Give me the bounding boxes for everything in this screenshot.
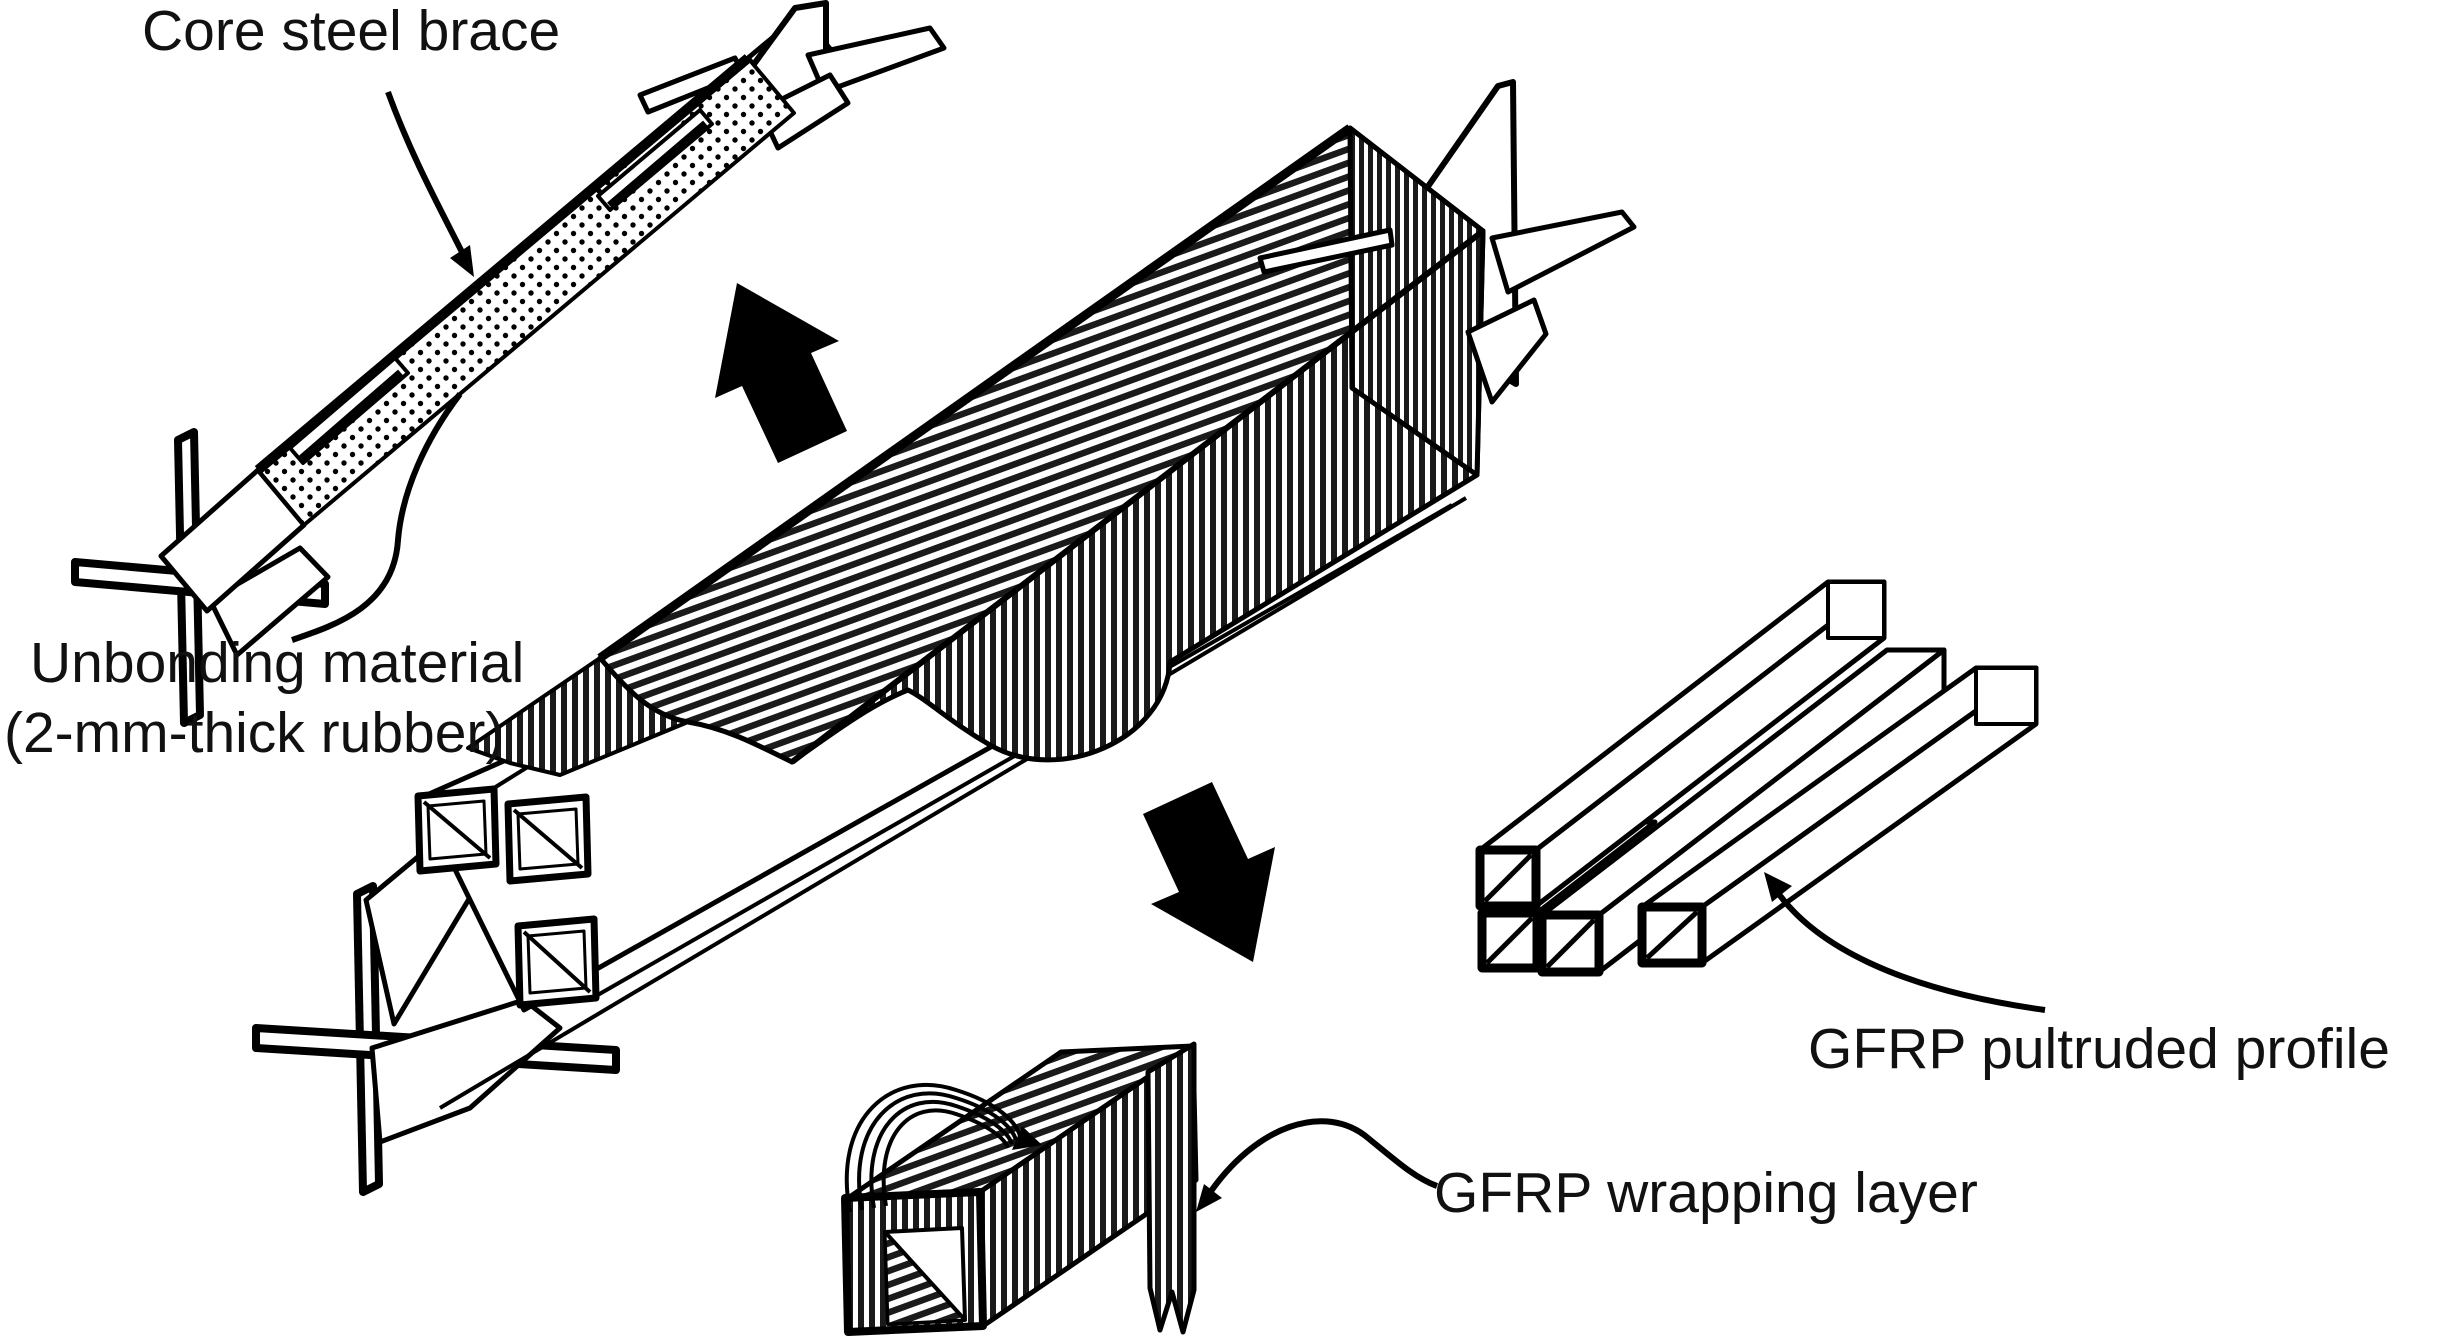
leader-lines-left (291, 90, 474, 643)
gfrp-pultruded-profiles-illustration (1475, 579, 2046, 1013)
assembly-right-lower-blade (1465, 297, 1549, 405)
assembly-core-plate-edge (438, 496, 1468, 1110)
label-gfrp-pultruded-profile: GFRP pultruded profile (1808, 1017, 2390, 1081)
unbonding-material-leader (291, 392, 463, 643)
gfrp-wrapping-leader-arrowhead (1196, 1184, 1222, 1212)
gfrp-wrapping-leader (1204, 1118, 1439, 1199)
up-left-arrow (715, 283, 847, 463)
core-brace-lower-gusset-blade (207, 545, 331, 658)
tube-section-1-diagonal (422, 800, 492, 860)
sample-opening-diagonal (883, 1230, 967, 1322)
tube-top-endcap (1826, 580, 1886, 640)
core-brace-lower-slot-shadow (299, 369, 404, 463)
wrap-end-face (1347, 125, 1486, 478)
core-brace-lower-slot (288, 356, 410, 465)
core-brace-upper-lower-blade (757, 72, 851, 151)
label-core-steel-brace: Core steel brace (142, 0, 560, 63)
gfrp-wrapping-sample-illustration (841, 1041, 1439, 1336)
sample-wrap-arc-arrowhead (1012, 1126, 1042, 1150)
assembly-right-right-fin (1489, 209, 1637, 295)
unbonding-material-band (256, 56, 796, 527)
core-brace-upper-slot-shadow (607, 120, 709, 210)
core-steel-brace-leader-arrowhead (450, 245, 474, 277)
sample-wrap-arc (844, 1083, 1022, 1213)
core-brace-upper-slot (596, 108, 714, 212)
tube-middle-face-diagonal (1545, 918, 1596, 969)
tube-section-3-diagonal (522, 930, 592, 994)
tube-section-2-diagonal (512, 808, 584, 870)
tube-front-face-diagonal (1645, 910, 1699, 960)
tube-back-face-diagonal (1485, 916, 1534, 965)
wrap-top-face (597, 125, 1486, 765)
assembly-tube-sections (414, 785, 600, 1009)
unbonding-band-top-edge (254, 54, 752, 474)
assembly-left-lower-blade (369, 997, 563, 1145)
core-steel-brace-illustration (71, 0, 947, 727)
label-gfrp-wrapping-layer: GFRP wrapping layer (1434, 1161, 1978, 1225)
core-steel-brace-leader (385, 90, 468, 260)
assembly-right-left-fin (1257, 227, 1395, 275)
pultruded-tube-top (1475, 579, 1887, 911)
gfrp-profile-leader (1769, 882, 2046, 1013)
wrap-near-ridge (790, 228, 1485, 765)
gfrp-profile-leader-arrowhead (1764, 872, 1792, 902)
wrap-far-ridge (597, 124, 1353, 662)
tube-front-endcap (1974, 666, 2038, 726)
down-right-arrow (1143, 782, 1275, 962)
assembled-brace-illustration (252, 79, 1637, 1196)
label-unbonding-line1: Unbonding material (30, 631, 524, 695)
sample-dangling-strip (1145, 1041, 1197, 1335)
tube-top-face-diagonal (1483, 853, 1533, 903)
label-unbonding-line2: (2-mm-thick rubber) (4, 701, 504, 765)
